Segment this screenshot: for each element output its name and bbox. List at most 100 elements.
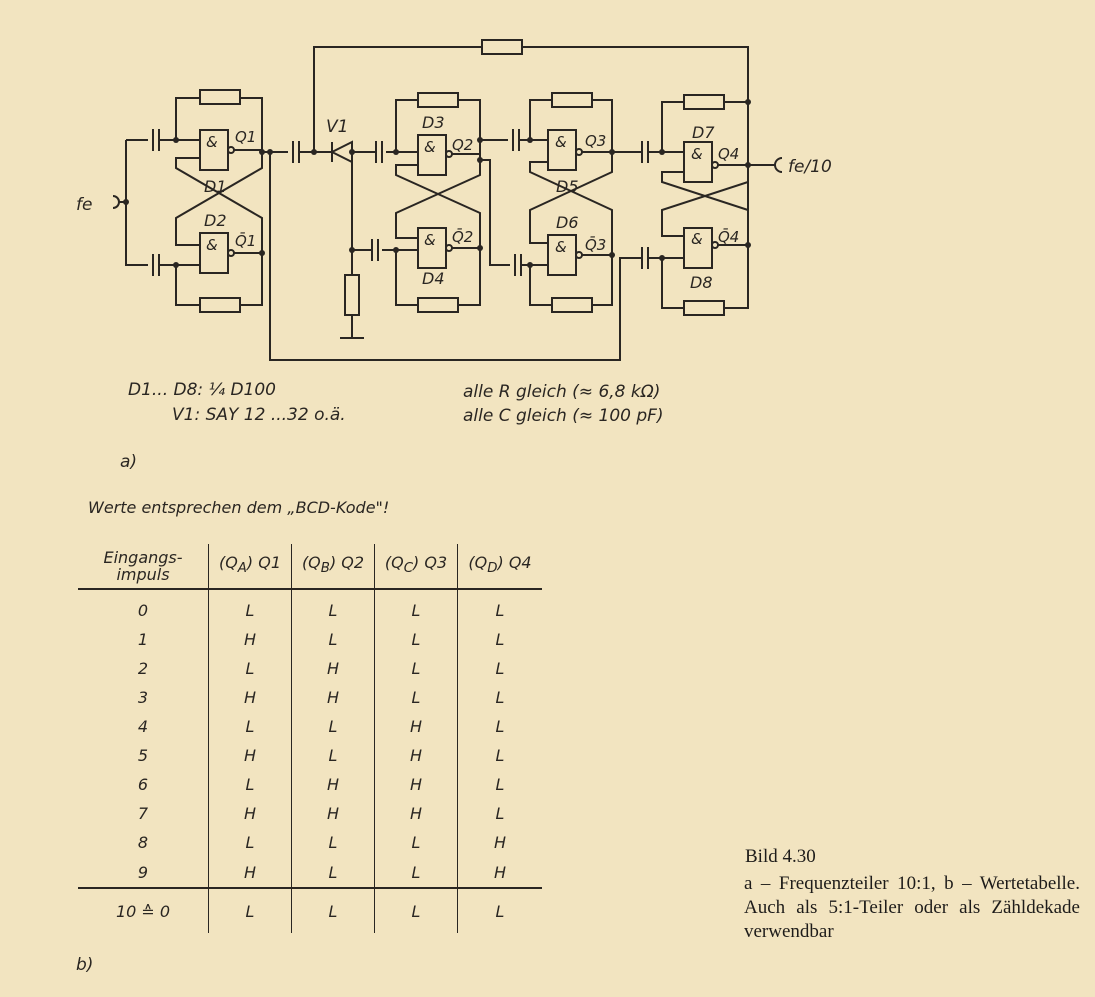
q1-cell: L bbox=[208, 828, 292, 857]
q3-cell: H bbox=[374, 741, 458, 770]
part-b-label: b) bbox=[76, 955, 94, 975]
q1-cell: H bbox=[208, 625, 292, 654]
header-q1: (QA) Q1 bbox=[208, 544, 292, 590]
input-label-fe: fe bbox=[76, 195, 92, 215]
bcd-note: Werte entsprechen dem „BCD-Kode"! bbox=[88, 498, 390, 517]
impulse-cell: 7 bbox=[78, 799, 209, 828]
output-label-q4: Q4 bbox=[718, 145, 739, 163]
header-q3: (QC) Q3 bbox=[374, 544, 458, 590]
caption-title: Bild 4.30 bbox=[745, 846, 816, 867]
q3-cell: H bbox=[374, 712, 458, 741]
output-label-q3-bar: Q̄3 bbox=[585, 235, 606, 254]
q1-cell: L bbox=[208, 770, 292, 799]
q4-cell: L bbox=[495, 601, 505, 620]
q1-cell: H bbox=[208, 857, 292, 888]
gate-symbol-d5: & bbox=[555, 133, 567, 151]
q1-cell: H bbox=[208, 741, 292, 770]
caption-text: a – Frequenzteiler 10:1, b – Wertetabell… bbox=[744, 873, 1080, 942]
q4-cell: L bbox=[495, 717, 505, 736]
output-label-q1-bar: Q̄1 bbox=[235, 231, 256, 250]
q3-cell: L bbox=[374, 887, 458, 933]
header-q4: (QD) Q4 bbox=[457, 544, 542, 590]
q2-cell: L bbox=[291, 712, 375, 741]
output-label-q1: Q1 bbox=[235, 128, 256, 146]
output-label-q2-bar: Q̄2 bbox=[452, 227, 473, 246]
q2-cell: H bbox=[291, 654, 375, 683]
note-gates: D1... D8: ¼ D100 bbox=[128, 380, 276, 400]
output-label-fe10: fe/10 bbox=[788, 157, 832, 177]
q2-cell: H bbox=[291, 683, 375, 712]
note-resistors: alle R gleich (≈ 6,8 kΩ) bbox=[463, 382, 661, 402]
q1-cell: L bbox=[208, 589, 292, 625]
q4-cell: L bbox=[495, 804, 505, 823]
note-diode: V1: SAY 12 ...32 o.ä. bbox=[172, 405, 346, 425]
q4-cell: L bbox=[495, 775, 505, 794]
q1-cell: H bbox=[208, 799, 292, 828]
q2-cell: L bbox=[291, 828, 375, 857]
q2-cell: L bbox=[291, 589, 375, 625]
impulse-cell: 2 bbox=[78, 654, 209, 683]
output-label-q2: Q2 bbox=[452, 136, 473, 154]
q2-cell: L bbox=[291, 887, 375, 933]
gate-symbol-d4: & bbox=[424, 231, 436, 249]
q3-cell: L bbox=[374, 857, 458, 888]
q4-cell: H bbox=[493, 833, 507, 852]
note-capacitors: alle C gleich (≈ 100 pF) bbox=[463, 406, 664, 426]
q3-cell: L bbox=[374, 683, 458, 712]
q4-cell: L bbox=[495, 688, 505, 707]
q3-cell: L bbox=[374, 589, 458, 625]
gate-symbol-d1: & bbox=[206, 133, 218, 151]
q2-cell: L bbox=[291, 741, 375, 770]
impulse-cell: 3 bbox=[78, 683, 209, 712]
gate-label-d7: D7 bbox=[692, 123, 715, 142]
impulse-cell: 6 bbox=[78, 770, 209, 799]
output-label-q4-bar: Q̄4 bbox=[718, 227, 739, 246]
gate-label-d2: D2 bbox=[204, 211, 227, 230]
q1-cell: L bbox=[208, 654, 292, 683]
q2-cell: H bbox=[291, 799, 375, 828]
gate-label-d6: D6 bbox=[556, 213, 579, 232]
gate-label-d8: D8 bbox=[690, 273, 713, 292]
part-a-label: a) bbox=[120, 452, 138, 472]
q1-cell: L bbox=[208, 887, 292, 933]
diode-label-v1: V1 bbox=[326, 117, 348, 137]
q4-cell: L bbox=[495, 659, 505, 678]
gate-label-d3: D3 bbox=[422, 113, 445, 132]
gate-symbol-d7: & bbox=[691, 145, 703, 163]
gate-symbol-d3: & bbox=[424, 138, 436, 156]
table-header-row: Eingangs-impuls (QA) Q1 (QB) Q2 (QC) Q3 … bbox=[78, 544, 542, 590]
q4-cell: L bbox=[495, 746, 505, 765]
q2-cell: L bbox=[291, 857, 375, 888]
q4-cell: L bbox=[457, 887, 542, 933]
q1-cell: L bbox=[208, 712, 292, 741]
q2-cell: H bbox=[291, 770, 375, 799]
impulse-cell: 8 bbox=[78, 828, 209, 857]
gate-symbol-d2: & bbox=[206, 236, 218, 254]
impulse-cell: 0 bbox=[78, 589, 209, 625]
q3-cell: H bbox=[374, 799, 458, 828]
impulse-cell: 10 ≙ 0 bbox=[78, 887, 209, 933]
gate-symbol-d8: & bbox=[691, 230, 703, 248]
impulse-cell: 9 bbox=[78, 857, 209, 888]
q3-cell: L bbox=[374, 625, 458, 654]
q3-cell: L bbox=[374, 654, 458, 683]
output-label-q3: Q3 bbox=[585, 132, 606, 150]
gate-label-d4: D4 bbox=[422, 269, 445, 288]
impulse-cell: 5 bbox=[78, 741, 209, 770]
q4-cell: H bbox=[493, 862, 507, 882]
q3-cell: L bbox=[374, 828, 458, 857]
q4-cell: L bbox=[495, 630, 505, 649]
q3-cell: H bbox=[374, 770, 458, 799]
gate-label-d5: D5 bbox=[556, 177, 579, 196]
